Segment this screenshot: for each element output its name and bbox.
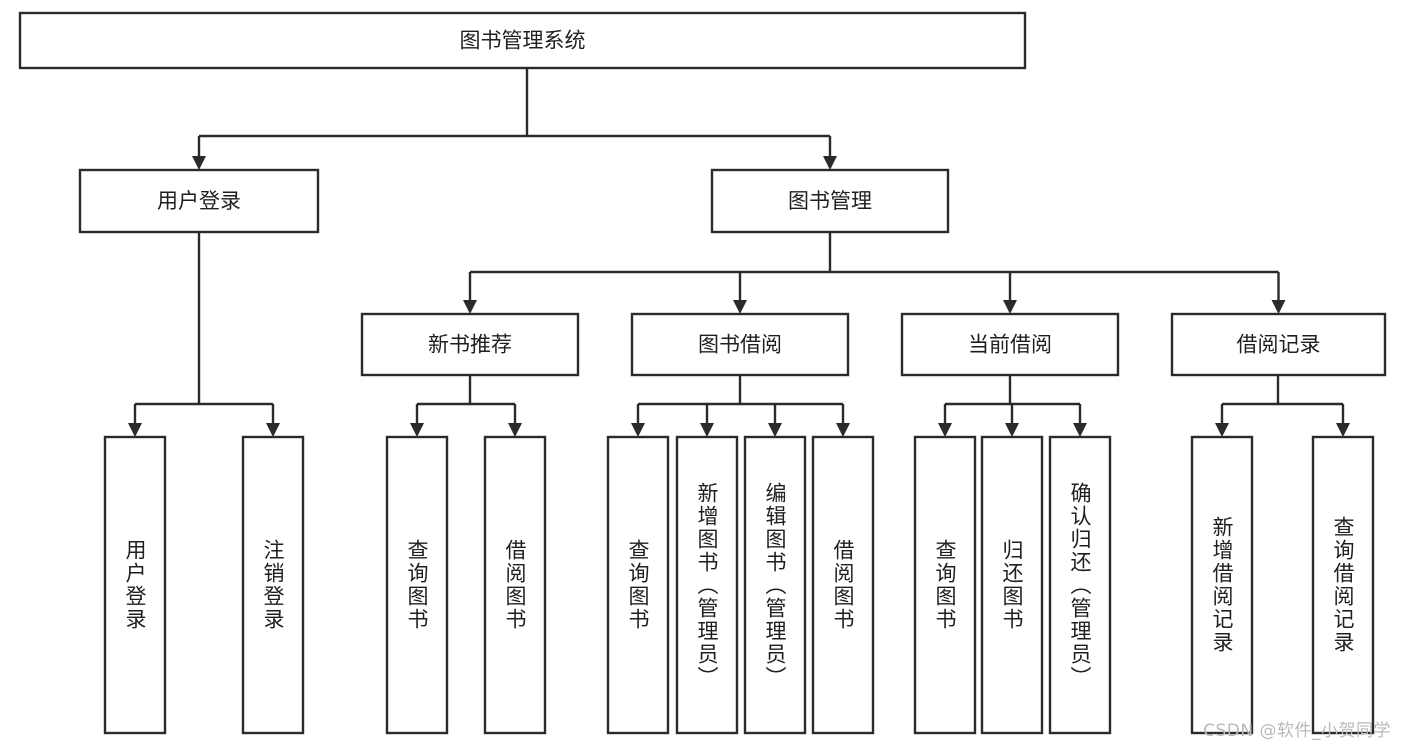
node-box-leaf-user-logout[interactable] — [241, 435, 305, 735]
watermark-text: CSDN @软件_小贺同学 — [1203, 721, 1391, 741]
node-box-leaf-confirm-return[interactable] — [1048, 435, 1112, 735]
node-label-user-login: 用户登录 — [157, 189, 241, 213]
node-label-book-borrow: 图书借阅 — [698, 333, 782, 357]
connector-group-new-book-recommend — [410, 375, 522, 437]
connector-group-book-manage — [463, 232, 1286, 314]
node-box-leaf-query-book-borrow[interactable] — [606, 435, 670, 735]
node-box-leaf-query-borrow-record[interactable] — [1311, 435, 1375, 735]
connector-group-user-login — [128, 232, 280, 437]
node-box-leaf-edit-book[interactable] — [743, 435, 807, 735]
node-box-book-manage[interactable] — [710, 168, 950, 234]
node-box-user-login[interactable] — [78, 168, 320, 234]
node-box-leaf-return-book[interactable] — [980, 435, 1044, 735]
node-box-leaf-add-book[interactable] — [675, 435, 739, 735]
node-box-new-book-recommend[interactable] — [360, 312, 580, 377]
node-label-borrow-record: 借阅记录 — [1237, 333, 1321, 357]
node-box-current-borrow[interactable] — [900, 312, 1120, 377]
node-box-leaf-borrow-book-recommend[interactable] — [483, 435, 547, 735]
node-label-book-manage: 图书管理 — [788, 189, 872, 213]
node-box-book-borrow[interactable] — [630, 312, 850, 377]
connector-layer — [128, 68, 1350, 437]
node-box-leaf-query-book-recommend[interactable] — [385, 435, 449, 735]
node-label-current-borrow: 当前借阅 — [968, 333, 1052, 357]
connector-group-book-borrow — [631, 375, 850, 437]
node-label-root: 图书管理系统 — [460, 29, 586, 53]
connector-group-current-borrow — [938, 375, 1087, 437]
node-box-leaf-user-login[interactable] — [103, 435, 167, 735]
node-label-new-book-recommend: 新书推荐 — [428, 333, 512, 357]
node-box-root[interactable] — [18, 11, 1027, 70]
node-box-leaf-borrow-book[interactable] — [811, 435, 875, 735]
node-box-layer — [18, 11, 1387, 735]
node-box-leaf-add-borrow-record[interactable] — [1190, 435, 1254, 735]
node-box-leaf-query-book-current[interactable] — [913, 435, 977, 735]
connector-group-borrow-record — [1215, 375, 1350, 437]
node-box-borrow-record[interactable] — [1170, 312, 1387, 377]
connector-group-root — [192, 68, 837, 170]
